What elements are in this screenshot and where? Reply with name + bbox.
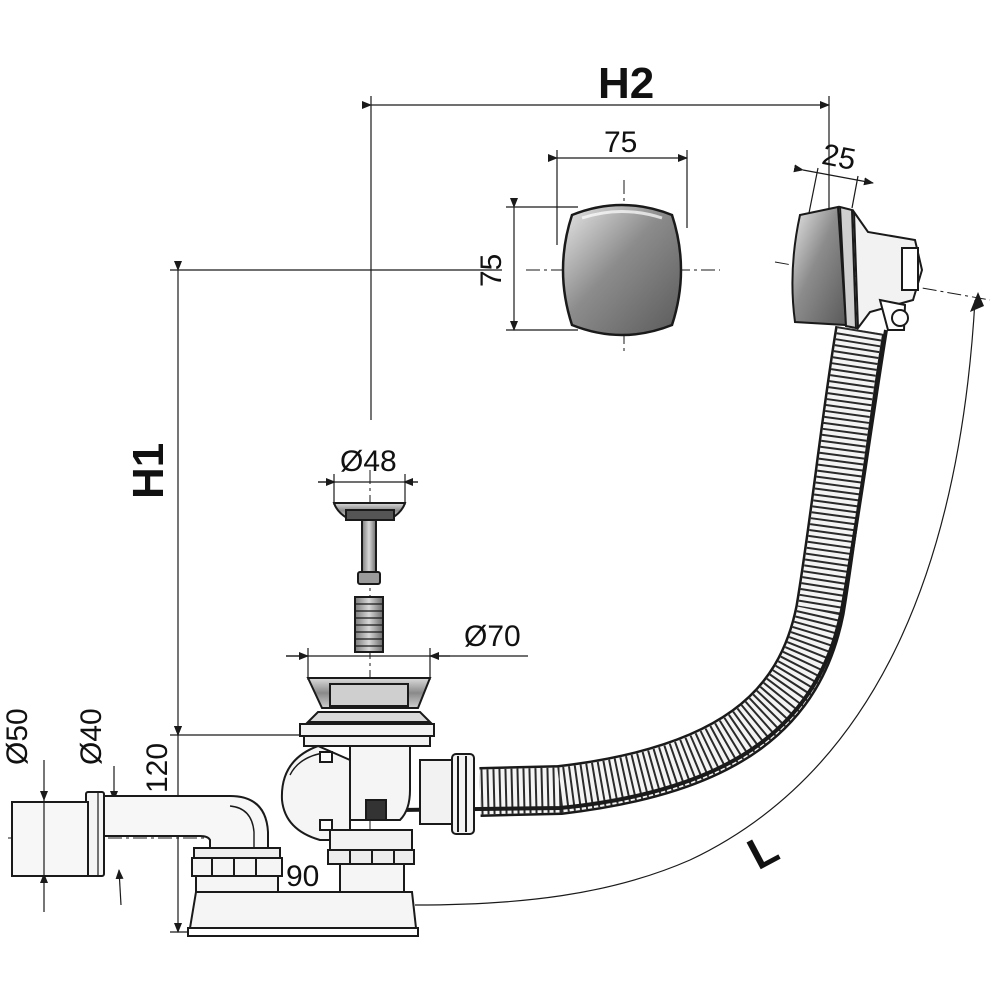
corrugated-hose <box>399 325 888 817</box>
overflow-cap-side <box>791 205 924 331</box>
drain-body <box>187 677 435 937</box>
overflow-height-label: 75 <box>475 253 508 287</box>
plug-assembly <box>332 502 407 653</box>
outlet-pipe <box>11 791 283 893</box>
length-dimension-curve <box>414 299 976 906</box>
dimension-lines <box>40 96 984 933</box>
hose-connector <box>419 753 475 835</box>
overflow-width-label: 75 <box>604 126 638 159</box>
trap-offset-label: 90 <box>286 860 320 893</box>
h2-label: H2 <box>598 59 655 108</box>
outlet-inner-diameter-label: Ø40 <box>75 708 108 765</box>
plug-diameter-label: Ø48 <box>340 445 397 478</box>
outlet-outer-diameter-label: Ø50 <box>1 708 34 765</box>
h1-label: H1 <box>124 442 173 499</box>
overflow-depth-label: 25 <box>819 138 859 177</box>
overflow-cap-front <box>561 203 683 337</box>
overflow-depth-line <box>793 164 874 186</box>
drain-diameter-label: Ø70 <box>464 620 521 653</box>
trap-height-label: 120 <box>141 742 174 793</box>
